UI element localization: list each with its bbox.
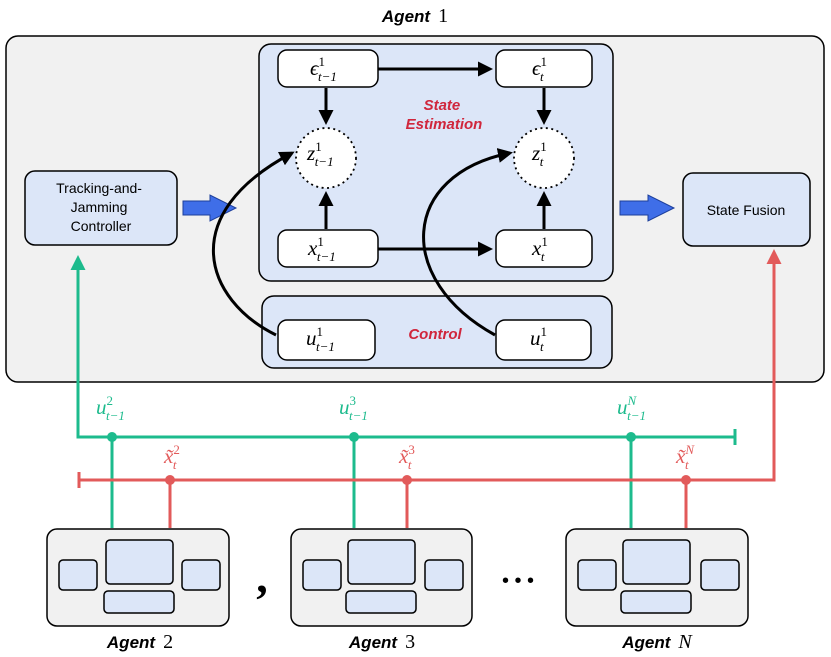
ellipsis-separator: • • • — [502, 570, 534, 592]
tracking-jamming-controller-label: Tracking-and- Jamming Controller — [56, 180, 146, 234]
agent2-block: Agent 2 — [46, 528, 230, 653]
control-label: Control — [408, 326, 462, 343]
estimate-bus-line — [79, 262, 776, 482]
agent3-right-module — [424, 559, 464, 591]
agentN-left-module — [577, 559, 617, 591]
agentN-center-module — [622, 539, 691, 585]
agentN-block: Agent N — [565, 528, 749, 653]
estimate-bus — [77, 249, 782, 528]
estimate-junction-agent3 — [402, 475, 412, 485]
edge-u-prev-to-z-prev — [212, 151, 295, 337]
state-estimation-label: State Estimation — [406, 97, 483, 133]
agent2-left-module — [58, 559, 98, 591]
node-z-cur-circle — [513, 127, 575, 189]
agent2-label: Agent 2 — [106, 631, 173, 653]
tracking-jamming-controller-box — [24, 170, 178, 246]
node-u-prev-box — [277, 319, 376, 361]
agentN-right-module — [700, 559, 740, 591]
agent3-label: Agent 3 — [348, 631, 415, 653]
agentN-bottom-module — [620, 590, 692, 614]
state-fusion-label: State Fusion — [707, 202, 786, 218]
agentN-label: Agent N — [621, 631, 693, 653]
control-junction-agentN — [626, 432, 636, 442]
state-fusion-box — [682, 172, 811, 247]
edge-u-cur-to-z-cur — [422, 148, 513, 337]
agent1-title: Agent 1 — [381, 5, 448, 27]
node-u-cur-box — [495, 319, 592, 361]
agent2-center-module — [105, 539, 174, 585]
agent2-bottom-module — [103, 590, 175, 614]
state-estimation-edges — [212, 61, 552, 337]
control-bus-line — [76, 268, 735, 439]
agent3-left-module — [302, 559, 342, 591]
agent3-bottom-module — [345, 590, 417, 614]
estimate-junction-agentN — [681, 475, 691, 485]
agent3-block: Agent 3 — [290, 528, 473, 653]
agent3-center-module — [347, 539, 416, 585]
control-junction-agent2 — [107, 432, 117, 442]
node-x-cur-box — [495, 229, 593, 268]
agent2-right-module — [181, 559, 221, 591]
control-junction-agent3 — [349, 432, 359, 442]
node-z-prev-circle — [295, 127, 357, 189]
output-flow-arrow — [619, 194, 676, 222]
comma-separator: , — [256, 551, 268, 602]
node-eps-cur-box — [495, 49, 593, 88]
control-bus — [70, 255, 737, 528]
estimate-junction-agent2 — [165, 475, 175, 485]
